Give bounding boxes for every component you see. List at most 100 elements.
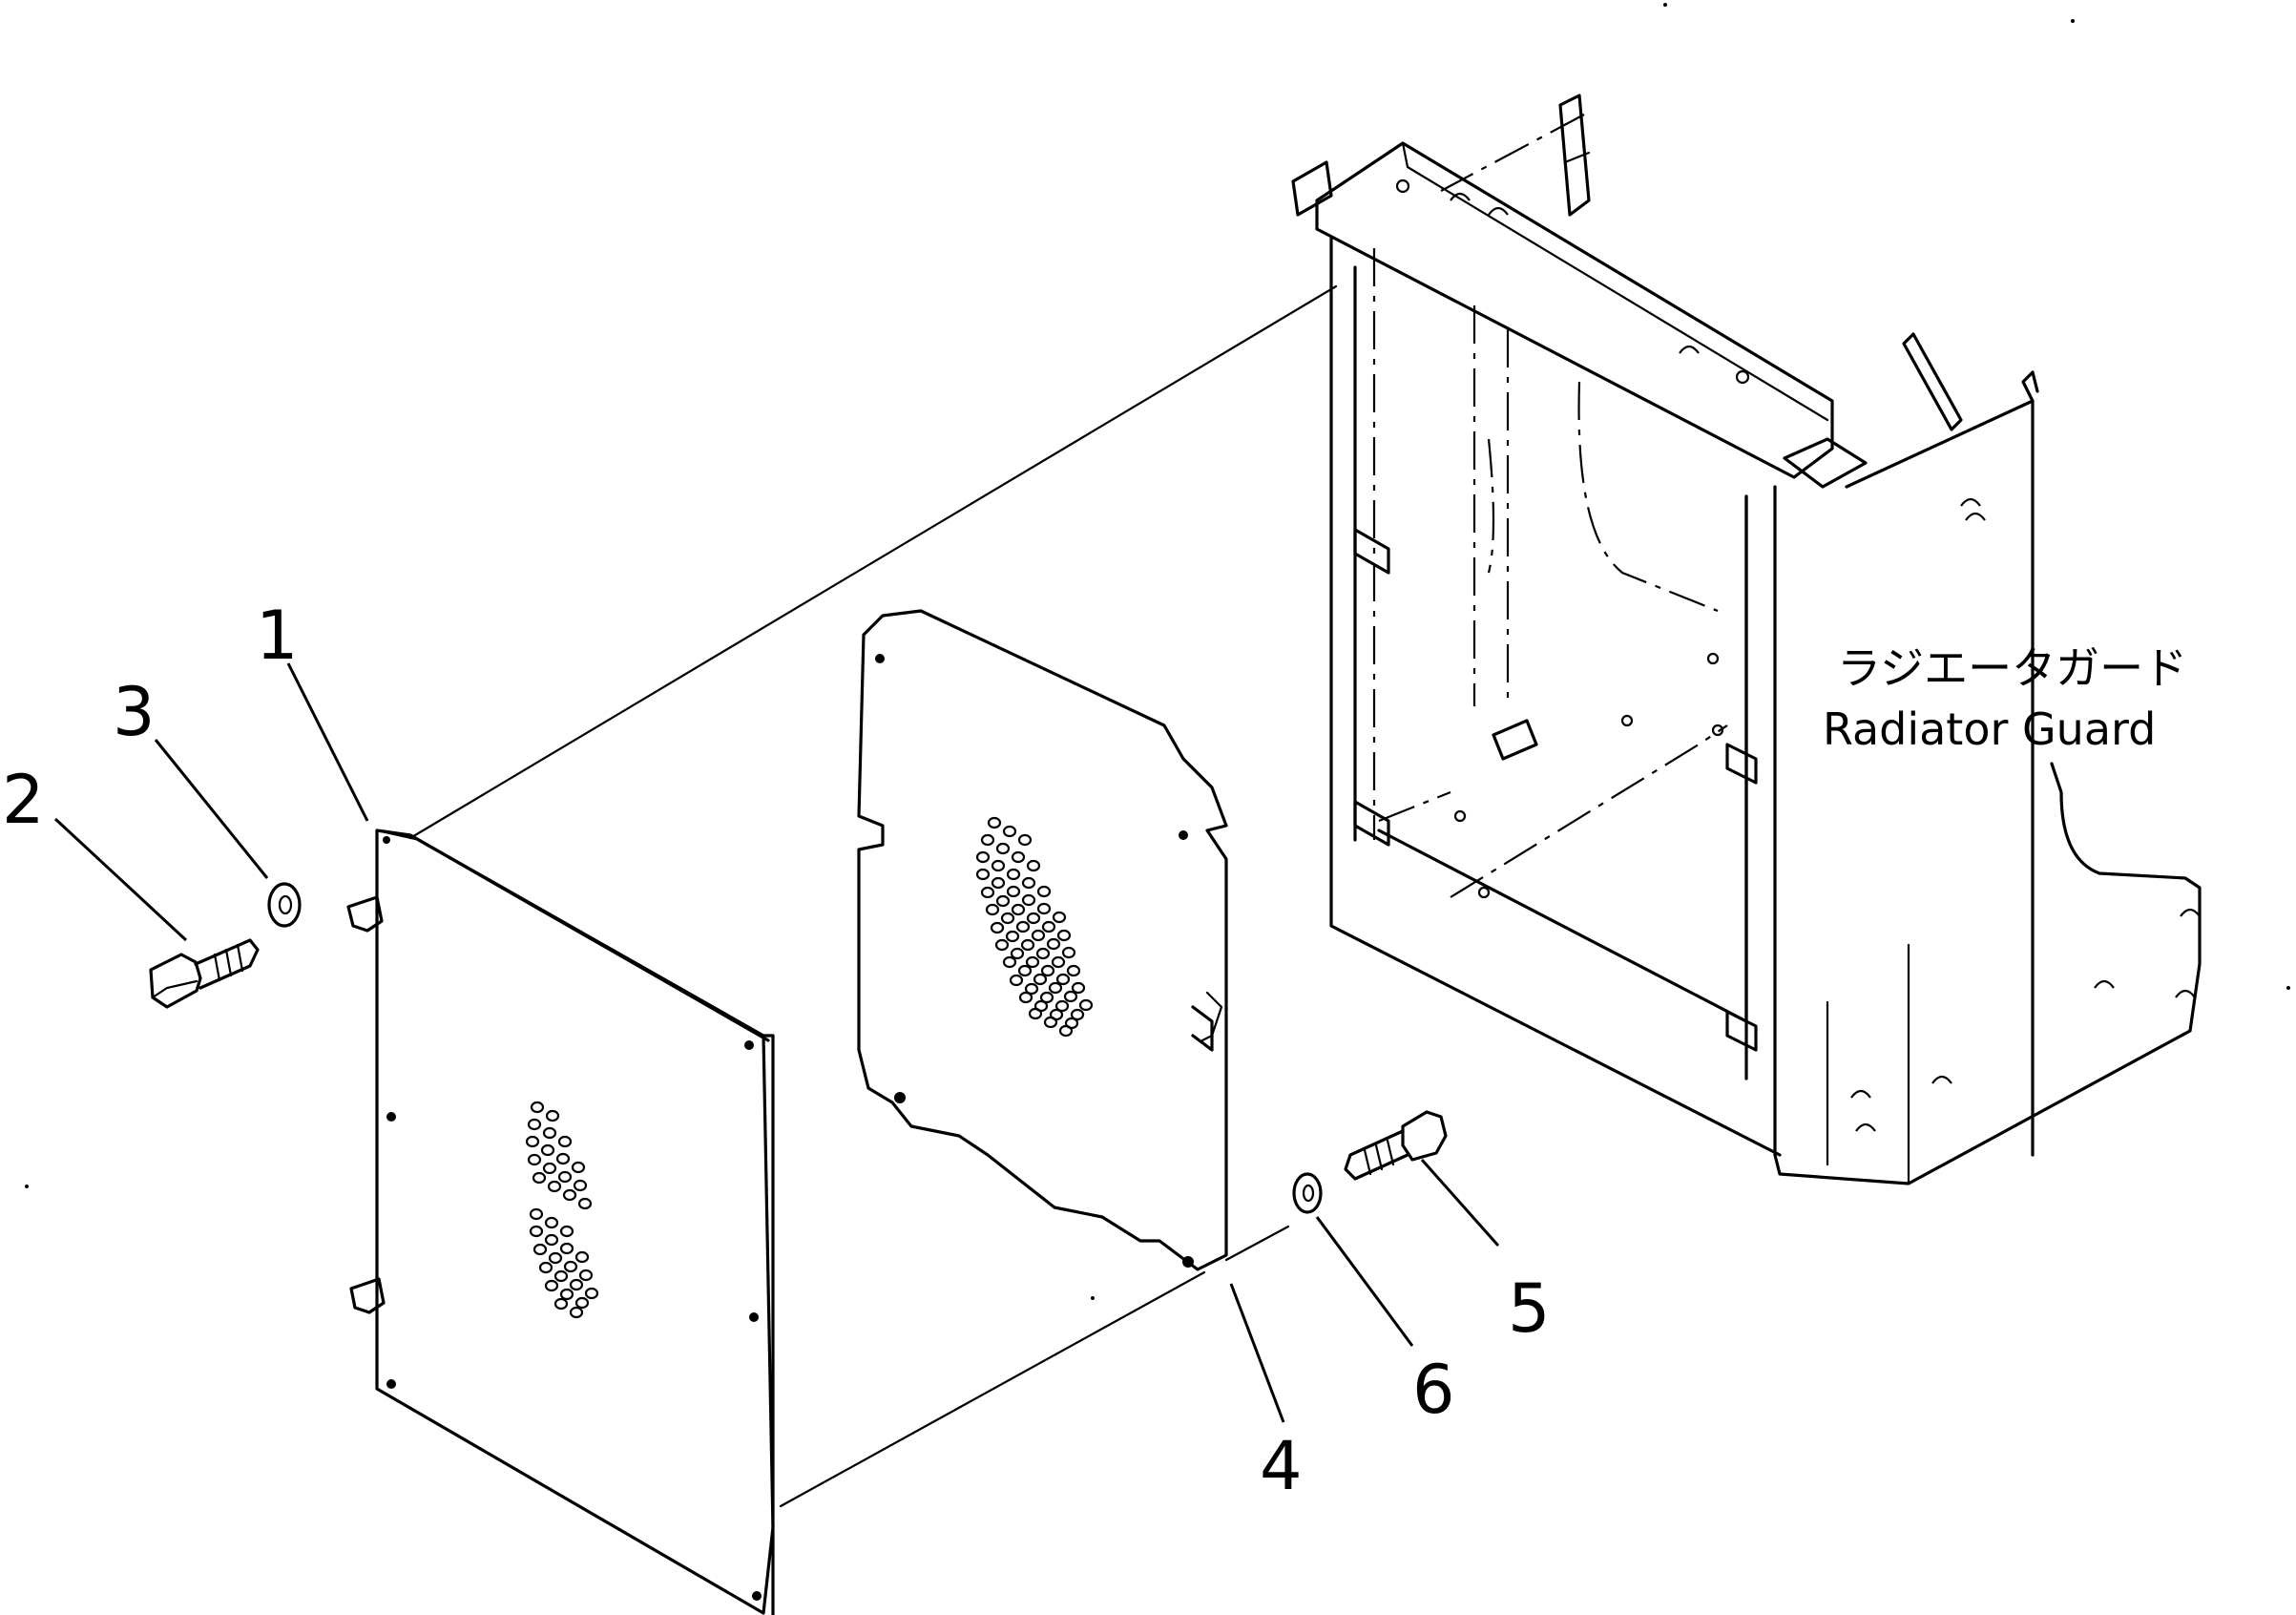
vent-hole (1002, 955, 1017, 969)
callout-5: 5 (1508, 1269, 1551, 1348)
vent-hole (555, 1152, 571, 1165)
vent-hole (562, 1188, 577, 1202)
vent-hole (980, 886, 995, 899)
leader-line-3 (154, 739, 269, 879)
vent-hole (569, 1278, 584, 1291)
vent-hole (1052, 911, 1067, 924)
vent-hole (578, 1269, 594, 1282)
leader-line-2 (53, 817, 188, 942)
vent-hole (1040, 964, 1055, 977)
vent-hole (559, 1288, 574, 1301)
vent-hole (1017, 964, 1033, 977)
vent-hole (1011, 850, 1026, 864)
vent-hole (548, 1251, 563, 1265)
radiator-guard-frame (1291, 94, 2202, 1185)
vent-hole (559, 1225, 574, 1238)
vent-hole (557, 1170, 573, 1184)
vent-hole (1051, 955, 1066, 969)
bolt-icon (1344, 1110, 1448, 1181)
vent-hole (1033, 973, 1048, 986)
vent-hole (975, 850, 991, 864)
vent-hole (1071, 981, 1086, 995)
leader-line-4 (1229, 1283, 1285, 1423)
vent-hole (1036, 885, 1052, 898)
vent-hole (571, 1161, 586, 1174)
callout-1: 1 (256, 597, 299, 675)
vent-hole (532, 1243, 548, 1256)
vent-hole (1035, 947, 1051, 960)
vent-hole (1017, 833, 1033, 847)
vent-hole (1005, 930, 1020, 943)
leader-line-1 (286, 662, 369, 822)
vent-hole (1021, 876, 1036, 890)
callout-2: 2 (2, 761, 45, 839)
callout-4: 4 (1260, 1427, 1303, 1505)
vent-hole (547, 1180, 562, 1193)
cover-part-1 (346, 828, 775, 1615)
vent-hole (1043, 1016, 1058, 1029)
vent-hole (573, 1179, 588, 1192)
vent-hole (553, 1297, 569, 1311)
vent-hole (529, 1225, 544, 1238)
radiator-guard-label-en: Radiator Guard (1823, 703, 2156, 755)
vent-hole (574, 1250, 590, 1264)
vent-hole (1020, 938, 1035, 952)
vent-hole (569, 1306, 584, 1319)
vent-hole (1056, 929, 1072, 942)
bolt-icon (149, 938, 260, 1009)
vent-hole (544, 1233, 559, 1247)
vent-hole (1041, 920, 1056, 933)
vent-hole (1031, 929, 1046, 942)
vent-hole (1000, 912, 1015, 925)
vent-hole (563, 1260, 578, 1273)
assembly-line (1224, 1225, 1290, 1262)
vent-hole (1063, 990, 1078, 1003)
assembly-line (408, 284, 1338, 840)
vent-hole (1011, 903, 1026, 916)
vent-hole (987, 816, 1002, 829)
vent-hole (1025, 955, 1040, 969)
vent-hole (991, 859, 1006, 872)
vent-hole (545, 1109, 560, 1122)
vent-hole (544, 1216, 559, 1229)
assembly-line (779, 1270, 1206, 1508)
vent-hole (527, 1118, 542, 1131)
vent-hole (525, 1135, 540, 1148)
vent-hole (1024, 982, 1039, 996)
radiator-guard-label-jp: ラジエータガード (1837, 642, 2187, 694)
vent-hole (532, 1171, 547, 1185)
vent-hole (1036, 902, 1052, 915)
vent-hole (559, 1242, 574, 1255)
vent-hole (1010, 947, 1025, 960)
inner-panel-part-4 (857, 609, 1228, 1271)
vent-hole (1058, 1024, 1074, 1038)
vent-hole (994, 938, 1010, 952)
vent-hole (1061, 946, 1076, 959)
vent-hole (1039, 991, 1054, 1004)
vent-hole (980, 833, 995, 847)
vent-hole (995, 842, 1011, 855)
vent-hole (1015, 920, 1031, 933)
vent-hole (529, 1207, 544, 1221)
vent-hole (1054, 999, 1070, 1013)
cover-vent-holes (525, 1101, 599, 1319)
vent-hole (1026, 912, 1041, 925)
washer-icon (1292, 1172, 1323, 1214)
vent-hole (1018, 991, 1033, 1004)
vent-hole (995, 894, 1011, 908)
vent-hole (1070, 1008, 1085, 1021)
vent-hole (530, 1101, 545, 1114)
vent-hole (557, 1135, 573, 1148)
vent-hole (1006, 868, 1021, 881)
vent-hole (1021, 893, 1036, 907)
vent-hole (1048, 981, 1063, 995)
vent-hole (1006, 885, 1021, 898)
vent-hole (527, 1153, 542, 1166)
vent-hole (577, 1197, 593, 1210)
inner-panel-vent-holes (975, 816, 1094, 1038)
vent-hole (1078, 998, 1094, 1012)
vent-hole (1002, 825, 1017, 838)
vent-hole (1046, 937, 1061, 951)
leader-line-6 (1315, 1216, 1414, 1347)
